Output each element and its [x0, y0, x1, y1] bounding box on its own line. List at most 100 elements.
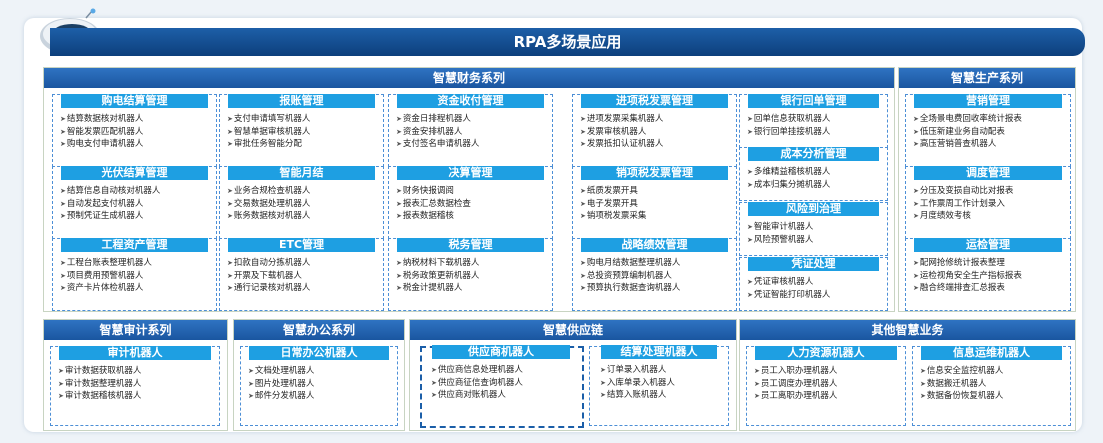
card-other: 信息运维机器人信息安全监控机器人数据搬迁机器人数据备份恢复机器人 — [912, 346, 1071, 426]
item-list: 文档处理机器人图片处理机器人邮件分发机器人 — [248, 365, 395, 403]
list-item: 进项发票采集机器人 — [580, 113, 734, 126]
item-list: 多维精益稽核机器人成本归集分摊机器人 — [747, 166, 885, 191]
list-item: 销项税发票采集 — [580, 210, 734, 223]
list-item: 运检视角安全生产指标报表 — [913, 270, 1068, 283]
card-title: 购电结算管理 — [61, 94, 208, 108]
list-item: 员工离职办理机器人 — [754, 390, 903, 403]
list-item: 交易数据处理机器人 — [227, 198, 381, 211]
section-header: 智慧办公系列 — [234, 320, 404, 340]
list-item: 银行回单挂接机器人 — [747, 126, 885, 139]
item-list: 配网抢修统计报表整理运检视角安全生产指标报表融合终端排查汇总报表 — [913, 257, 1068, 295]
list-item: 支付签名申请机器人 — [396, 138, 550, 151]
card-production: 营销管理全场景电费回收率统计报表低压新建业务自动配表高压营销普查机器人 — [905, 94, 1071, 167]
card-title: 战略绩效管理 — [581, 238, 728, 252]
list-item: 购电支付申请机器人 — [60, 138, 214, 151]
list-item: 智慧单据审核机器人 — [227, 126, 381, 139]
list-item: 报表数据稽核 — [396, 210, 550, 223]
card-title: 调度管理 — [914, 166, 1062, 180]
card-title: 信息运维机器人 — [921, 346, 1062, 360]
list-item: 入库单录入机器人 — [600, 377, 723, 390]
item-list: 分压及变损自动比对报表工作票周工作计划录入月度绩效考核 — [913, 185, 1068, 223]
list-item: 成本归集分摊机器人 — [747, 179, 885, 192]
section-header: 智慧生产系列 — [899, 68, 1075, 88]
list-item: 供应商信息处理机器人 — [431, 364, 576, 377]
list-item: 数据搬迁机器人 — [920, 378, 1068, 391]
card-finance: 进项税发票管理进项发票采集机器人发票审核机器人发票抵扣认证机器人 — [572, 94, 737, 167]
card-finance: 报账管理支付申请填写机器人智慧单据审核机器人审批任务智能分配 — [219, 94, 384, 167]
item-list: 回单信息获取机器人银行回单挂接机器人 — [747, 113, 885, 138]
card-title: 凭证处理 — [748, 257, 879, 271]
list-item: 智能审计机器人 — [747, 221, 885, 234]
card-title: 进项税发票管理 — [581, 94, 728, 108]
card-finance: 光伏结算管理结算信息自动核对机器人自动发起支付机器人预制凭证生成机器人 — [52, 166, 217, 239]
card-finance: 战略绩效管理购电月结数据整理机器人总投资预算编制机器人预算执行数据查询机器人 — [572, 238, 737, 311]
item-list: 订单录入机器人入库单录入机器人结算入账机器人 — [600, 364, 723, 402]
list-item: 审计数据稽核机器人 — [58, 390, 217, 403]
list-item: 购电月结数据整理机器人 — [580, 257, 734, 270]
card-title: ETC管理 — [228, 238, 375, 252]
card-title: 营销管理 — [914, 94, 1062, 108]
list-item: 数据备份恢复机器人 — [920, 390, 1068, 403]
list-item: 开票及下载机器人 — [227, 270, 381, 283]
card-finance: 银行回单管理回单信息获取机器人银行回单挂接机器人 — [739, 94, 888, 148]
item-list: 业务合规检查机器人交易数据处理机器人账务数据核对机器人 — [227, 185, 381, 223]
card-office: 日常办公机器人文档处理机器人图片处理机器人邮件分发机器人 — [240, 346, 398, 426]
list-item: 高压营销普查机器人 — [913, 138, 1068, 151]
list-item: 通行记录核对机器人 — [227, 282, 381, 295]
card-title: 银行回单管理 — [748, 94, 879, 108]
card-finance: 智能月结业务合规检查机器人交易数据处理机器人账务数据核对机器人 — [219, 166, 384, 239]
list-item: 电子发票开具 — [580, 198, 734, 211]
list-item: 财务快报调阅 — [396, 185, 550, 198]
card-finance: 风险到治理智能审计机器人风险预警机器人 — [739, 202, 888, 256]
list-item: 审计数据整理机器人 — [58, 378, 217, 391]
list-item: 配网抢修统计报表整理 — [913, 257, 1068, 270]
list-item: 员工调度办理机器人 — [754, 378, 903, 391]
item-list: 工程台账表整理机器人项目费用预警机器人资产卡片体检机器人 — [60, 257, 214, 295]
card-title: 销项税发票管理 — [581, 166, 728, 180]
card-title: 决算管理 — [397, 166, 544, 180]
list-item: 供应商征信查询机器人 — [431, 377, 576, 390]
list-item: 供应商对账机器人 — [431, 389, 576, 402]
list-item: 员工入职办理机器人 — [754, 365, 903, 378]
card-title: 供应商机器人 — [432, 345, 570, 359]
item-list: 全场景电费回收率统计报表低压新建业务自动配表高压营销普查机器人 — [913, 113, 1068, 151]
list-item: 审计数据获取机器人 — [58, 365, 217, 378]
card-title: 人力资源机器人 — [755, 346, 897, 360]
card-title: 审计机器人 — [59, 346, 211, 360]
card-finance: 工程资产管理工程台账表整理机器人项目费用预警机器人资产卡片体检机器人 — [52, 238, 217, 311]
list-item: 账务数据核对机器人 — [227, 210, 381, 223]
list-item: 智能发票匹配机器人 — [60, 126, 214, 139]
list-item: 月度绩效考核 — [913, 210, 1068, 223]
card-title: 成本分析管理 — [748, 147, 879, 161]
card-supply: 结算处理机器人订单录入机器人入库单录入机器人结算入账机器人 — [593, 345, 725, 420]
section-header: 智慧供应链 — [410, 320, 736, 340]
item-list: 财务快报调阅报表汇总数据检查报表数据稽核 — [396, 185, 550, 223]
list-item: 资金安排机器人 — [396, 126, 550, 139]
card-supply: 供应商机器人供应商信息处理机器人供应商征信查询机器人供应商对账机器人 — [424, 345, 578, 420]
card-title: 运检管理 — [914, 238, 1062, 252]
list-item: 工作票周工作计划录入 — [913, 198, 1068, 211]
list-item: 结算数据核对机器人 — [60, 113, 214, 126]
list-item: 融合终端排查汇总报表 — [913, 282, 1068, 295]
page-title: RPA多场景应用 — [50, 28, 1085, 56]
list-item: 报表汇总数据检查 — [396, 198, 550, 211]
list-item: 分压及变损自动比对报表 — [913, 185, 1068, 198]
item-list: 审计数据获取机器人审计数据整理机器人审计数据稽核机器人 — [58, 365, 217, 403]
list-item: 发票审核机器人 — [580, 126, 734, 139]
list-item: 预算执行数据查询机器人 — [580, 282, 734, 295]
card-title: 工程资产管理 — [61, 238, 208, 252]
list-item: 自动发起支付机器人 — [60, 198, 214, 211]
section-header: 智慧财务系列 — [44, 68, 894, 88]
card-title: 光伏结算管理 — [61, 166, 208, 180]
list-item: 资金日排程机器人 — [396, 113, 550, 126]
card-finance: 资金收付管理资金日排程机器人资金安排机器人支付签名申请机器人 — [388, 94, 553, 167]
item-list: 扣款自动分拣机器人开票及下载机器人通行记录核对机器人 — [227, 257, 381, 295]
card-title: 风险到治理 — [748, 202, 879, 216]
list-item: 扣款自动分拣机器人 — [227, 257, 381, 270]
card-production: 运检管理配网抢修统计报表整理运检视角安全生产指标报表融合终端排查汇总报表 — [905, 238, 1071, 311]
item-list: 购电月结数据整理机器人总投资预算编制机器人预算执行数据查询机器人 — [580, 257, 734, 295]
card-finance: 决算管理财务快报调阅报表汇总数据检查报表数据稽核 — [388, 166, 553, 239]
card-finance: 购电结算管理结算数据核对机器人智能发票匹配机器人购电支付申请机器人 — [52, 94, 217, 167]
list-item: 邮件分发机器人 — [248, 390, 395, 403]
card-title: 日常办公机器人 — [249, 346, 389, 360]
